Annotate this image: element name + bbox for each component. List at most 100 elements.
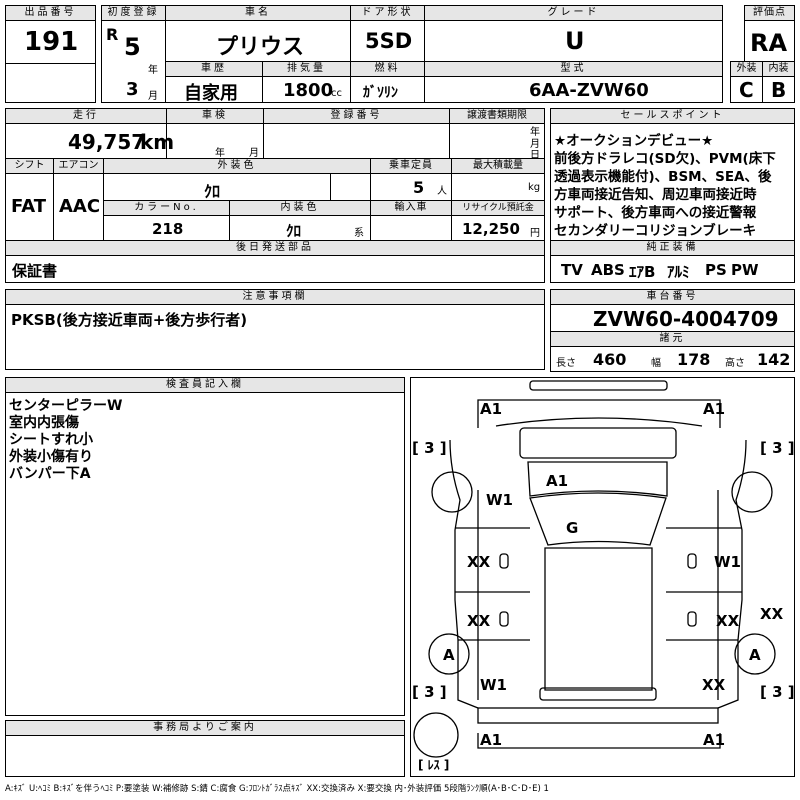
diagram-label: W1 (714, 553, 741, 571)
diagram-label: [ 3 ] (760, 439, 795, 457)
air-conditioner: AAC (59, 196, 101, 217)
load-label: 最大積載量 (451, 158, 545, 174)
height-label: 高さ (725, 358, 745, 369)
right-door-line (666, 527, 742, 641)
equipment-item: ｱﾙﾐ (667, 263, 690, 281)
color-no: 218 (152, 220, 184, 238)
inspector-line: 外装小傷有り (9, 449, 93, 465)
transfer-year-unit: 年 (530, 127, 540, 138)
inspector-line: シートすれ小 (9, 432, 93, 448)
door-type: 5SD (365, 29, 413, 53)
reg-year: 5 (124, 33, 141, 61)
diagram-label: A (749, 646, 761, 664)
chassis-number: ZVW60-4004709 (593, 307, 779, 331)
inspector-line: センターピラーW (9, 398, 123, 414)
interior-color: ｸﾛ (286, 222, 302, 240)
diagram-label: A1 (546, 472, 568, 490)
displacement-unit: cc (331, 88, 342, 99)
front-body-inner (495, 417, 703, 427)
width-label: 幅 (651, 358, 661, 369)
spare-tire-shape (413, 712, 459, 758)
equipment-item: PW (731, 261, 759, 279)
score: RA (750, 29, 788, 57)
diagram-label: [ ﾚｽ ] (418, 758, 449, 772)
diagram-label: XX (702, 676, 726, 694)
score-cell: RA (744, 20, 795, 62)
width: 178 (677, 350, 711, 369)
car-diagram-frame (410, 377, 795, 777)
mileage: 49,757 (68, 130, 146, 154)
left-door-line (455, 527, 530, 641)
fuel: ｶﾞｿﾘﾝ (363, 85, 398, 101)
later-parts: 保証書 (12, 262, 58, 280)
front-bumper-outline (529, 380, 668, 391)
model-code: 6AA-ZVW60 (529, 80, 649, 101)
diagram-label: XX (467, 612, 491, 630)
capacity: 5 (413, 178, 425, 197)
diagram-label: G (566, 519, 578, 537)
length-label: 長さ (556, 358, 576, 369)
transfer-day-unit: 日 (530, 150, 540, 161)
sales-line: サポート、後方車両への接近警報 (554, 205, 757, 221)
windshield-outline (529, 492, 667, 546)
sales-point-cell: ★オークションデビュー★ 前後方ドラレコ(SD欠)、PVM(床下 透過表示機能付… (550, 123, 795, 241)
diagram-label: W1 (486, 491, 513, 509)
year-unit: 年 (148, 65, 158, 76)
displacement: 1800 (283, 80, 334, 101)
inspection-month-unit: 月 (249, 148, 259, 159)
transfer-month-unit: 月 (530, 139, 540, 150)
exterior-color: ｸﾛ (204, 182, 221, 201)
car-name-cell: プリウス (165, 20, 351, 62)
right-rear-handle (687, 611, 697, 627)
diagram-label: XX (467, 553, 491, 571)
int-color-unit: 系 (354, 228, 364, 239)
displacement-cell: 1800 cc (262, 76, 351, 103)
equipment-item: ｴｱB (629, 263, 656, 281)
diagram-label: A1 (703, 731, 725, 749)
right-mirror (687, 553, 697, 569)
mileage-unit: km (140, 130, 175, 154)
grille (519, 427, 677, 459)
lot-number: 191 (24, 27, 79, 57)
notes: PKSB(後方接近車両+後方歩行者) (11, 311, 248, 329)
right-front-tire-shape (731, 471, 773, 513)
model-cell: 6AA-ZVW60 (424, 76, 723, 103)
diagram-label: A1 (480, 731, 502, 749)
sales-line: 前後方ドラレコ(SD欠)、PVM(床下 (554, 151, 776, 167)
diagram-label: [ 3 ] (760, 683, 795, 701)
interior-grade-cell: B (762, 76, 795, 103)
sales-line: 方車両接近告知、周辺車両接近時 (554, 187, 757, 203)
diagram-label: [ 3 ] (412, 439, 447, 457)
inspector-line: バンパー下A (9, 466, 91, 482)
rear-body-outline (477, 733, 721, 749)
equipment-item: PS (705, 261, 727, 279)
sales-line: セカンダリーコリジョンブレーキ (554, 223, 757, 239)
diagram-label: XX (760, 605, 784, 623)
diagram-label: XX (716, 612, 740, 630)
right-side-outline (717, 439, 747, 709)
later-parts-cell: 保証書 (5, 255, 545, 283)
sales-line: 透過表示機能付)、BSM、SEA、後 (554, 169, 772, 185)
month-unit: 月 (148, 91, 158, 102)
legend: A:ｷｽﾞ U:ﾍｺﾐ B:ｷｽﾞを伴うﾍｺﾐ P:要塗装 W:補修跡 S:錆 … (5, 784, 549, 794)
shift: FAT (11, 196, 47, 217)
rear-bumper-outline (477, 707, 719, 724)
left-rear-tire-shape (428, 633, 470, 675)
left-side-outline (449, 439, 479, 709)
equipment-item: ABS (591, 261, 625, 279)
hood-outline (527, 461, 668, 497)
reg-month: 3 (126, 79, 139, 100)
notes-cell: PKSB(後方接近車両+後方歩行者) (5, 304, 545, 370)
interior-grade: B (771, 78, 787, 102)
diagram-label: W1 (480, 676, 507, 694)
right-rear-tire-shape (734, 633, 776, 675)
diagram-label: A1 (703, 400, 725, 418)
roof-outline (544, 547, 653, 691)
grade: U (565, 27, 585, 55)
rear-window (539, 687, 657, 701)
car-name: プリウス (216, 35, 305, 60)
office-cell (5, 735, 405, 777)
lot-blank-cell (5, 63, 96, 103)
equipment-cell: TV ABS ｴｱB ｱﾙﾐ PS PW (550, 255, 795, 283)
